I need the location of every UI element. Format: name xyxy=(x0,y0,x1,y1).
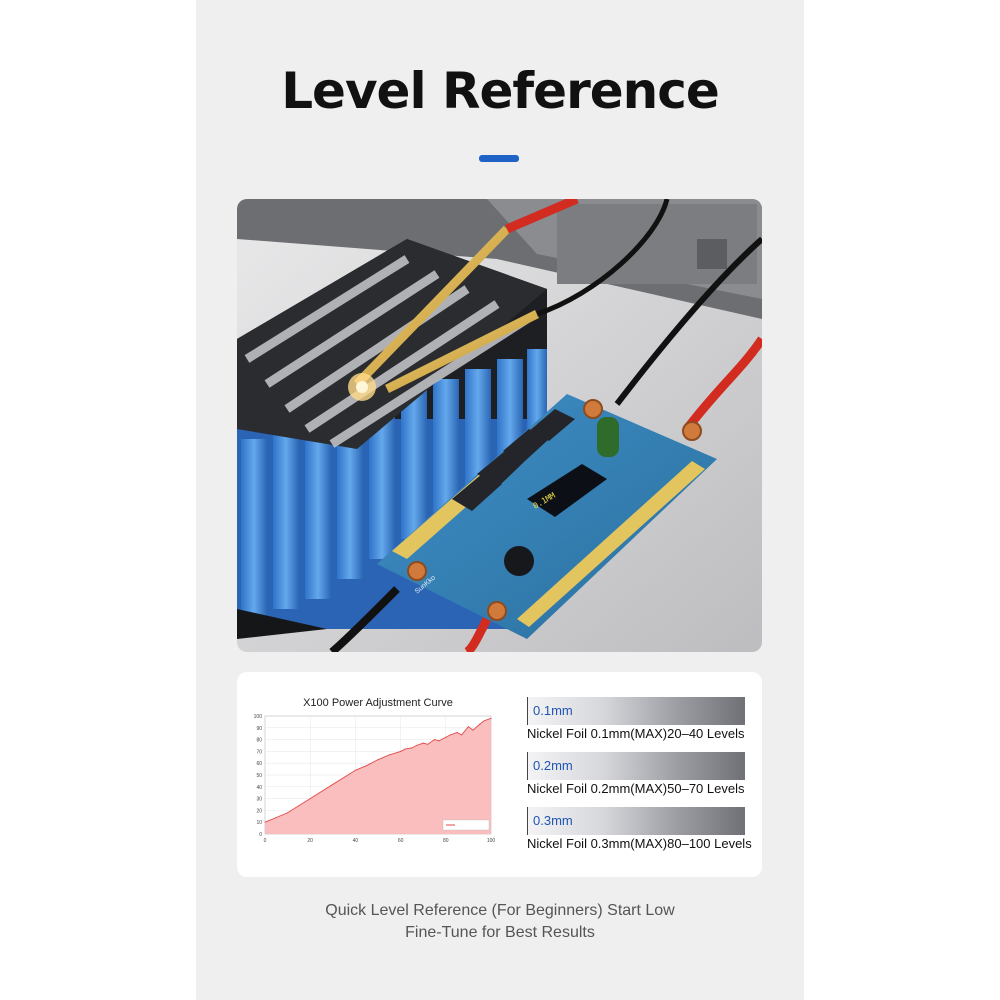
y-tick-label: 70 xyxy=(256,749,262,755)
data-point xyxy=(377,759,379,761)
page-title: Level Reference xyxy=(281,62,720,120)
data-point xyxy=(343,776,345,778)
data-point xyxy=(411,747,413,749)
series-area xyxy=(265,718,491,834)
y-tick-label: 0 xyxy=(259,832,262,838)
x-tick-label: 80 xyxy=(443,838,449,844)
legend-box xyxy=(442,819,490,831)
y-tick-label: 90 xyxy=(256,726,262,732)
data-point xyxy=(404,748,406,750)
level-description: Nickel Foil 0.1mm(MAX)20–40 Levels xyxy=(527,726,745,741)
data-point xyxy=(415,745,417,746)
y-tick-label: 50 xyxy=(256,773,262,779)
y-tick-label: 40 xyxy=(256,785,262,791)
data-point xyxy=(427,743,429,745)
data-point xyxy=(483,720,485,722)
data-point xyxy=(366,765,368,767)
data-point xyxy=(309,798,311,800)
level-bar-edge xyxy=(527,807,528,835)
level-tag: 0.3mm xyxy=(533,813,573,828)
level-bar-edge xyxy=(527,697,528,725)
level-tag: 0.1mm xyxy=(533,703,573,718)
data-point xyxy=(422,742,424,744)
y-tick-label: 100 xyxy=(254,714,263,720)
y-tick-label: 80 xyxy=(256,738,262,744)
data-point xyxy=(354,769,356,771)
product-photo: 0.1MM SunKko xyxy=(237,199,762,652)
level-description: Nickel Foil 0.3mm(MAX)80–100 Levels xyxy=(527,836,752,851)
level-description: Nickel Foil 0.2mm(MAX)50–70 Levels xyxy=(527,781,745,796)
data-point xyxy=(479,723,481,725)
data-point xyxy=(467,726,469,728)
data-point xyxy=(400,750,402,752)
data-point xyxy=(287,812,289,814)
x-tick-label: 40 xyxy=(353,838,359,844)
x-tick-label: 20 xyxy=(307,838,313,844)
data-point xyxy=(321,791,322,793)
data-point xyxy=(461,734,463,736)
data-point xyxy=(449,734,451,736)
y-tick-label: 20 xyxy=(256,808,262,814)
y-tick-label: 60 xyxy=(256,761,262,767)
y-tick-label: 30 xyxy=(256,797,262,803)
data-point xyxy=(275,816,277,818)
data-point xyxy=(438,740,440,742)
x-tick-label: 60 xyxy=(398,838,404,844)
data-point xyxy=(490,717,492,719)
data-point xyxy=(388,754,390,756)
level-bar: 0.1mm xyxy=(527,697,745,725)
data-point xyxy=(434,739,435,741)
level-tag: 0.2mm xyxy=(533,758,573,773)
data-point xyxy=(298,805,300,807)
level-bar-edge xyxy=(527,752,528,780)
power-curve-chart: 0 10 20 30 40 50 60 70 80 90 100 0 20 40 60 80 100 xyxy=(254,714,496,844)
level-bar: 0.2mm xyxy=(527,752,745,780)
title-accent-bar xyxy=(479,155,519,162)
data-point xyxy=(456,732,458,734)
data-point xyxy=(264,821,266,823)
x-tick-label: 100 xyxy=(487,838,496,844)
chart-title: X100 Power Adjustment Curve xyxy=(303,697,453,709)
level-bar: 0.3mm xyxy=(527,807,745,835)
data-point xyxy=(472,729,474,731)
data-point xyxy=(445,736,447,738)
caption-line-2: Fine-Tune for Best Results xyxy=(405,924,595,941)
caption-line-1: Quick Level Reference (For Beginners) St… xyxy=(325,902,675,919)
y-tick-label: 10 xyxy=(256,820,262,826)
data-point xyxy=(332,783,334,785)
x-tick-label: 0 xyxy=(264,838,267,844)
